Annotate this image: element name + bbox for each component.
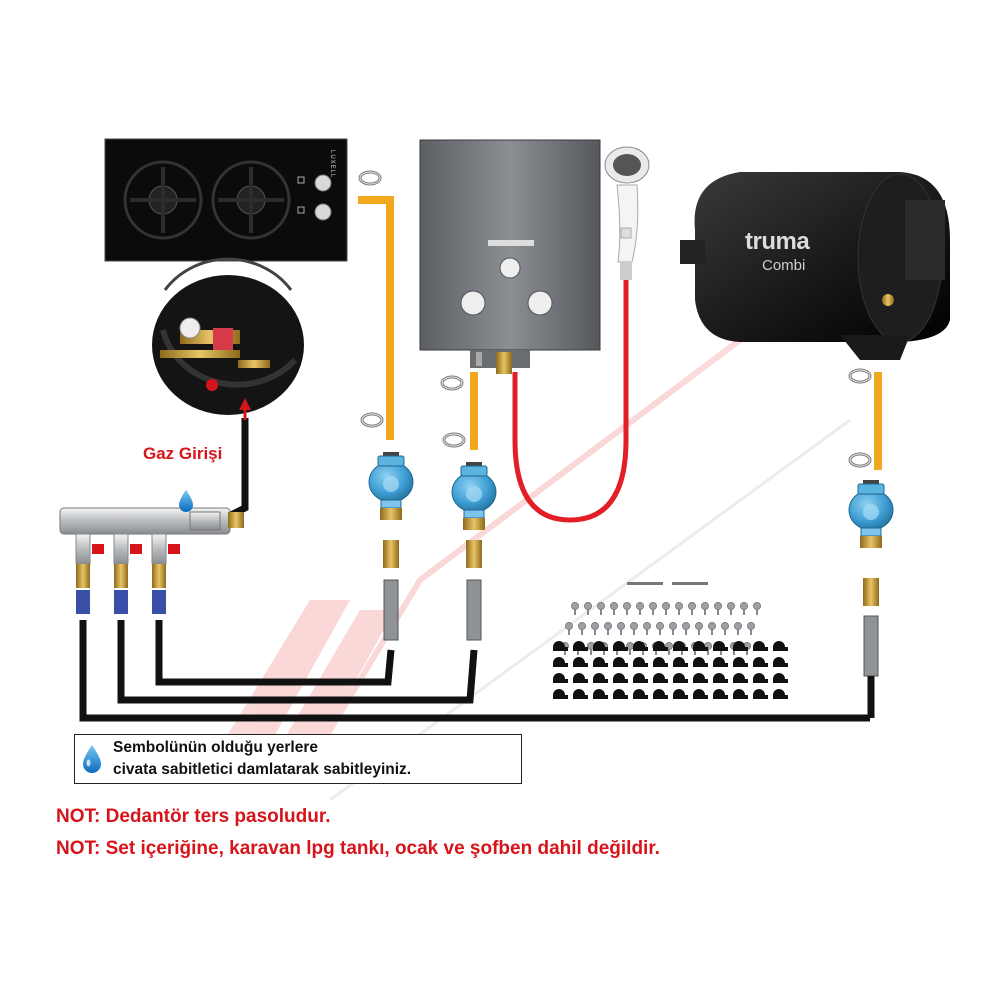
braided-hose xyxy=(466,579,482,641)
brass-fitting xyxy=(863,578,879,606)
regulator-3 xyxy=(848,479,894,549)
brass-fitting xyxy=(383,540,399,568)
pipe-to-truma xyxy=(79,620,870,722)
instruction-box: Sembolünün olduğu yerlere civata sabitle… xyxy=(74,734,522,784)
gas-inlet-pipe xyxy=(223,418,249,522)
hose-clamp xyxy=(442,432,466,448)
hose-clamp xyxy=(360,412,384,428)
note-regulator: NOT: Dedantör ters pasoludur. xyxy=(56,806,331,827)
truma-combi-heater xyxy=(680,172,950,360)
lpg-tank xyxy=(152,257,304,415)
red-shower-hose xyxy=(512,280,629,523)
pipe-to-hob xyxy=(155,620,395,686)
pipe-to-water-heater xyxy=(117,620,478,704)
gas-hob xyxy=(104,138,348,262)
instruction-line-1: Sembolünün olduğu yerlere xyxy=(113,739,318,756)
screws-and-clips xyxy=(553,582,788,699)
braided-hose xyxy=(383,579,399,641)
water-drop-icon xyxy=(83,745,101,773)
instruction-line-2: civata sabitletici damlatarak sabitleyin… xyxy=(113,761,412,778)
hose-clamp xyxy=(358,170,382,186)
shower-head xyxy=(604,146,650,280)
heater-brand: truma xyxy=(745,228,810,255)
note-set-contents: NOT: Set içeriğine, karavan lpg tankı, o… xyxy=(56,838,660,859)
drop-marker-icon xyxy=(179,490,193,512)
braided-hose xyxy=(863,615,879,677)
gas-inlet-label: Gaz Girişi xyxy=(143,444,223,463)
regulator-2 xyxy=(451,461,497,531)
regulator-1 xyxy=(368,451,414,521)
manifold xyxy=(59,507,244,614)
heater-model: Combi xyxy=(762,257,806,274)
hob-brand: LUXELL xyxy=(329,150,335,179)
water-heater xyxy=(419,139,601,374)
hose-clamp xyxy=(848,368,872,384)
hose-clamp xyxy=(848,452,872,468)
hose-clamp xyxy=(440,375,464,391)
brass-fitting xyxy=(466,540,482,568)
flex-hose-hob xyxy=(358,196,394,440)
